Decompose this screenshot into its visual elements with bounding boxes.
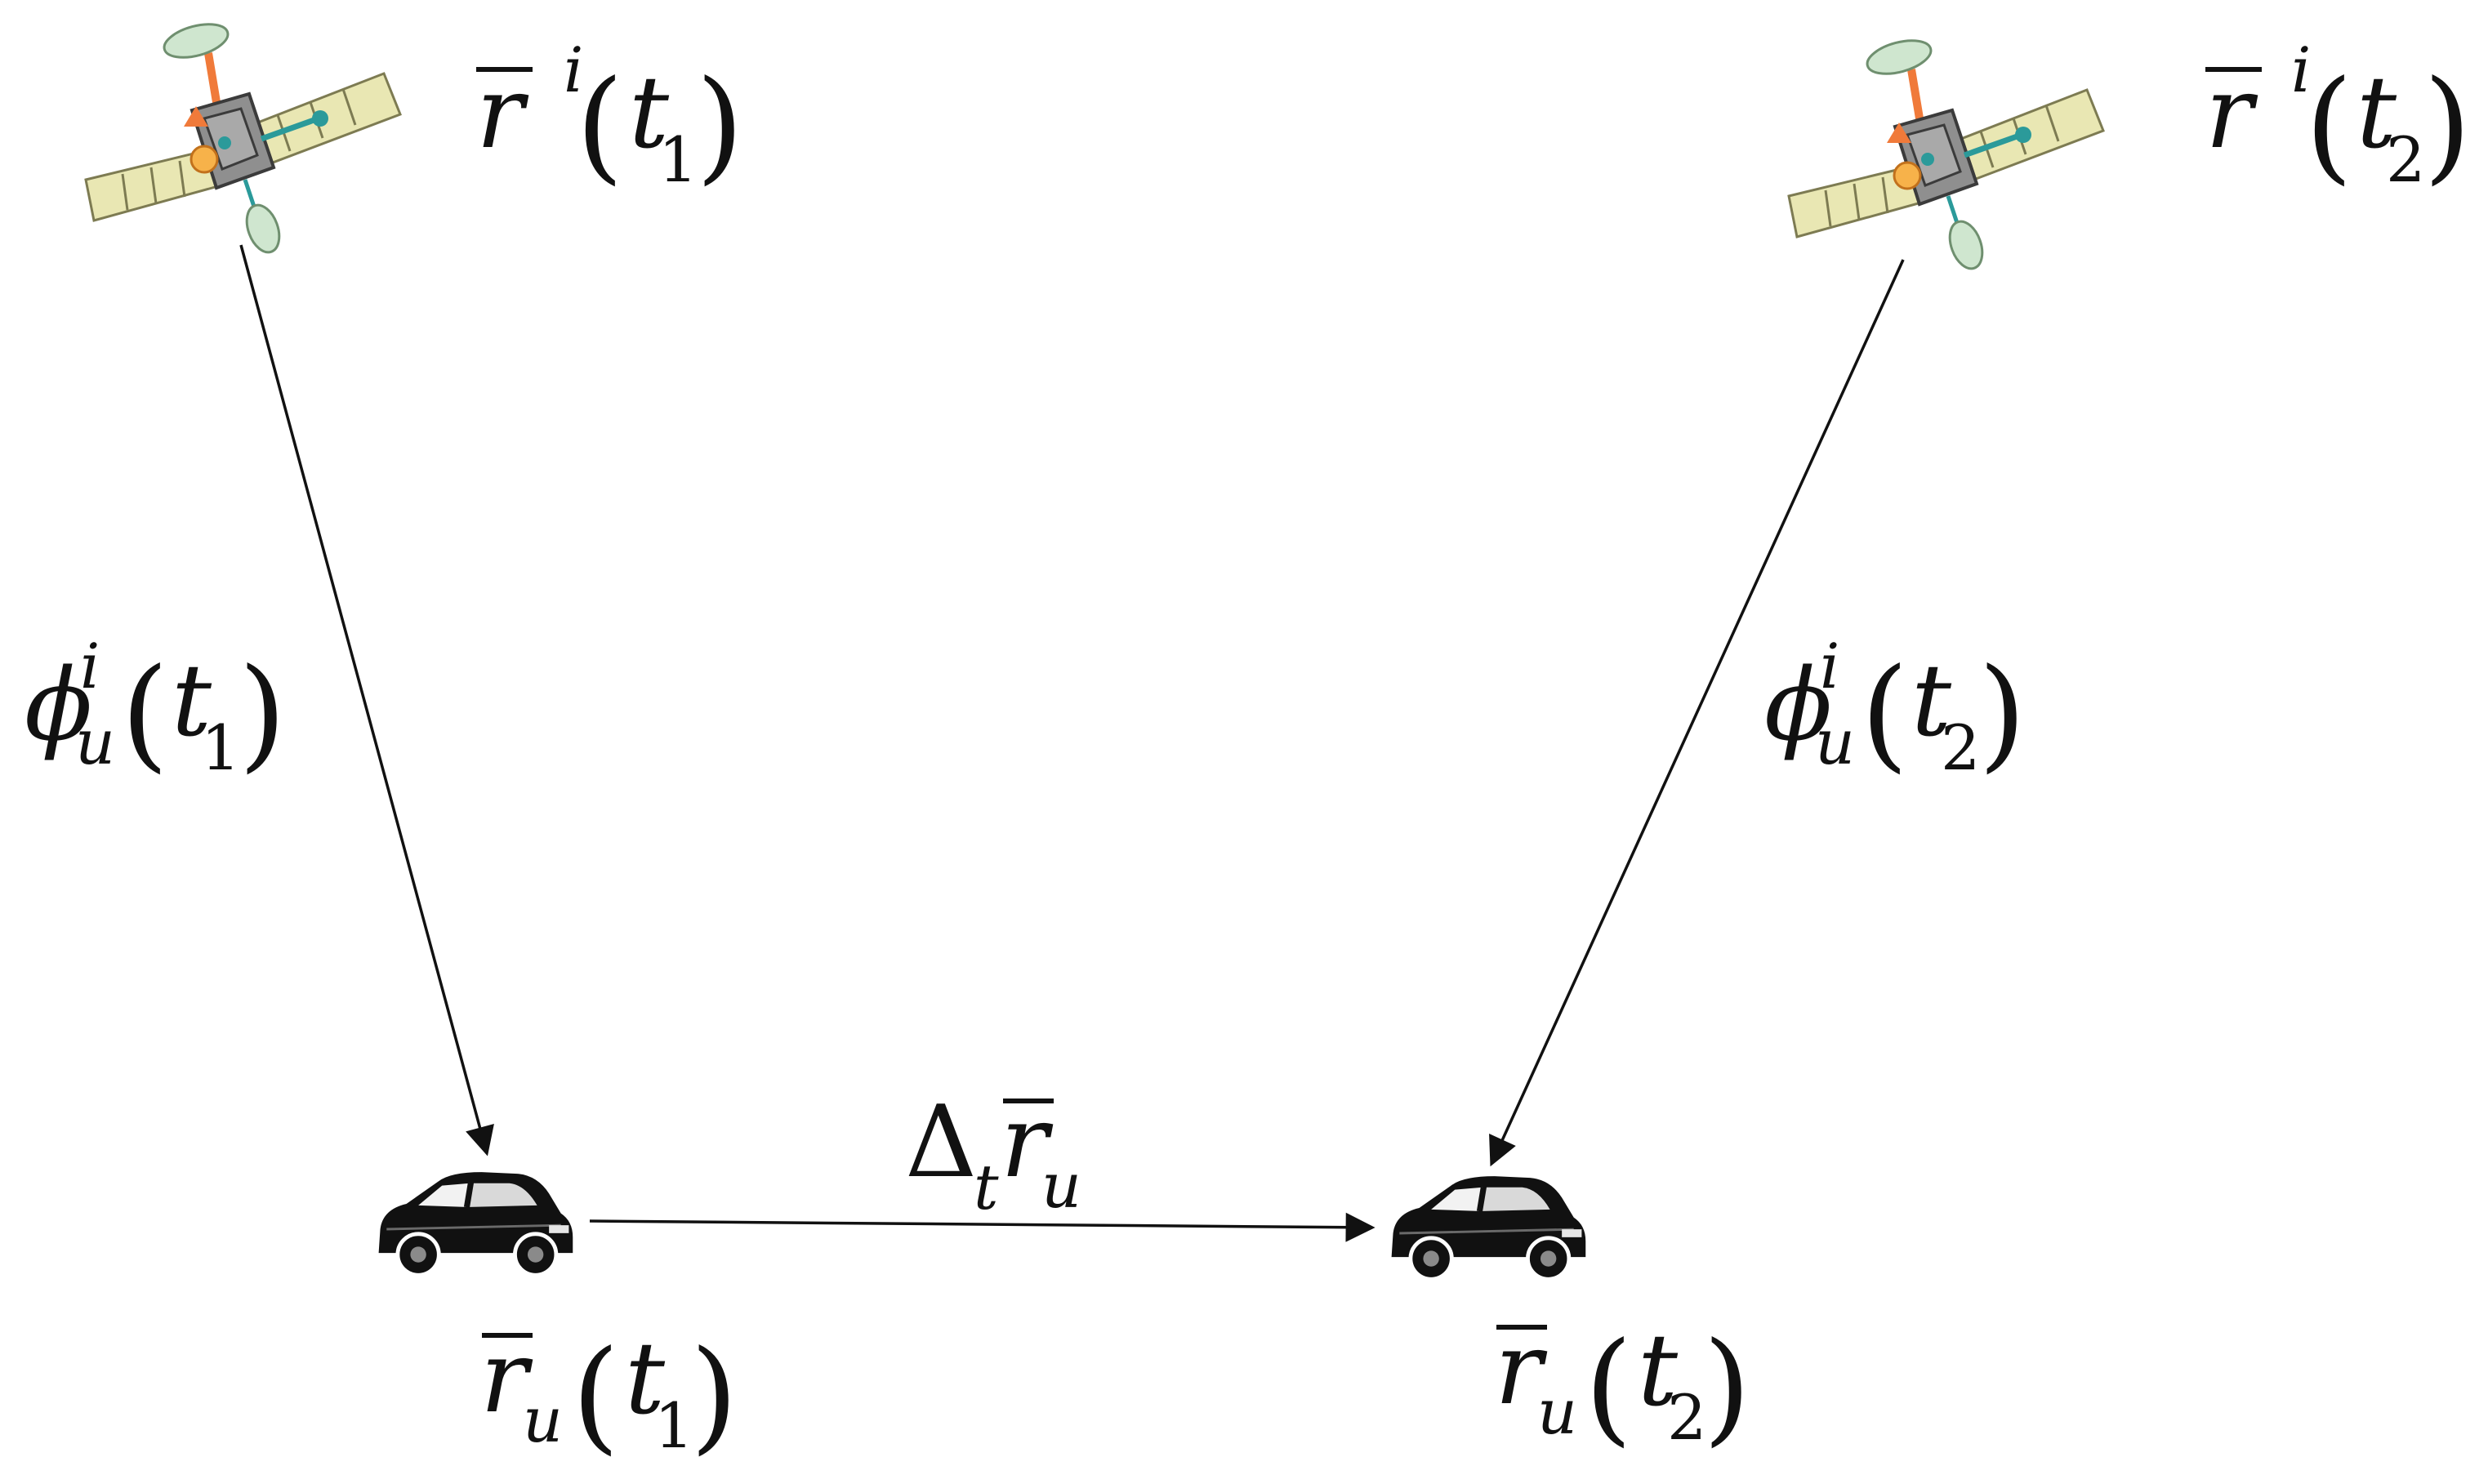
superscript-i: i <box>1820 630 1839 702</box>
left-paren: ( <box>572 1325 620 1467</box>
symbol-r: r <box>2205 55 2258 171</box>
symbol-phi: ϕ <box>25 647 92 763</box>
label-satellite-position-t1: r i ( t 1 ) <box>476 33 744 197</box>
label-receiver-position-t2: r u ( t 2 ) <box>1495 1311 1751 1459</box>
car-icon <box>379 1172 573 1275</box>
subscript-2: 2 <box>1667 1381 1706 1454</box>
symbol-r: r <box>1001 1084 1054 1200</box>
subscript-u: u <box>75 706 115 778</box>
symbol-delta: Δ <box>905 1084 977 1200</box>
left-paren: ( <box>1585 1317 1633 1459</box>
subscript-u: u <box>1537 1375 1577 1448</box>
superscript-i: i <box>2291 33 2311 106</box>
symbol-phi: ϕ <box>1764 647 1832 763</box>
subscript-1: 1 <box>658 123 698 196</box>
left-paren: ( <box>121 643 169 785</box>
car-icon <box>1392 1176 1586 1279</box>
label-phase-t1: ϕ i u ( t 1 ) <box>25 630 287 785</box>
superscript-i: i <box>564 33 583 106</box>
satellite-icon <box>86 18 400 256</box>
symbol-r: r <box>1495 1311 1548 1427</box>
right-paren: ) <box>1703 1317 1751 1459</box>
label-displacement: Δ t r u <box>905 1084 1081 1223</box>
right-paren: ) <box>696 55 744 197</box>
left-paren: ( <box>576 55 624 197</box>
label-phase-t2: ϕ i u ( t 2 ) <box>1764 630 2027 785</box>
displacement-arrow <box>589 1212 1376 1242</box>
subscript-2: 2 <box>1941 711 1980 784</box>
subscript-u: u <box>1815 706 1855 778</box>
label-receiver-position-t1: r u ( t 1 ) <box>480 1319 738 1467</box>
right-paren: ) <box>690 1325 738 1467</box>
signal-arrow-t2 <box>1489 259 1905 1167</box>
label-satellite-position-t2: r i ( t 2 ) <box>2205 33 2472 197</box>
symbol-r: r <box>480 1319 533 1435</box>
right-paren: ) <box>239 643 287 785</box>
subscript-u: u <box>1041 1149 1081 1222</box>
left-paren: ( <box>1861 643 1909 785</box>
satellite-icon <box>1789 34 2103 273</box>
subscript-2: 2 <box>2386 123 2425 196</box>
subscript-t: t <box>974 1151 999 1223</box>
right-paren: ) <box>2423 55 2472 197</box>
subscript-1: 1 <box>654 1389 693 1462</box>
symbol-t: t <box>625 1321 666 1437</box>
symbol-t: t <box>629 55 670 171</box>
right-paren: ) <box>1978 643 2027 785</box>
symbol-r: r <box>476 55 529 171</box>
symbol-t: t <box>1911 643 1952 759</box>
left-paren: ( <box>2305 55 2353 197</box>
superscript-i: i <box>80 630 100 702</box>
symbol-t: t <box>1638 1312 1679 1428</box>
subscript-u: u <box>523 1384 563 1456</box>
symbol-t: t <box>2356 55 2397 171</box>
symbol-t: t <box>172 643 212 759</box>
signal-arrow-t1 <box>239 244 494 1156</box>
subscript-1: 1 <box>201 711 240 784</box>
